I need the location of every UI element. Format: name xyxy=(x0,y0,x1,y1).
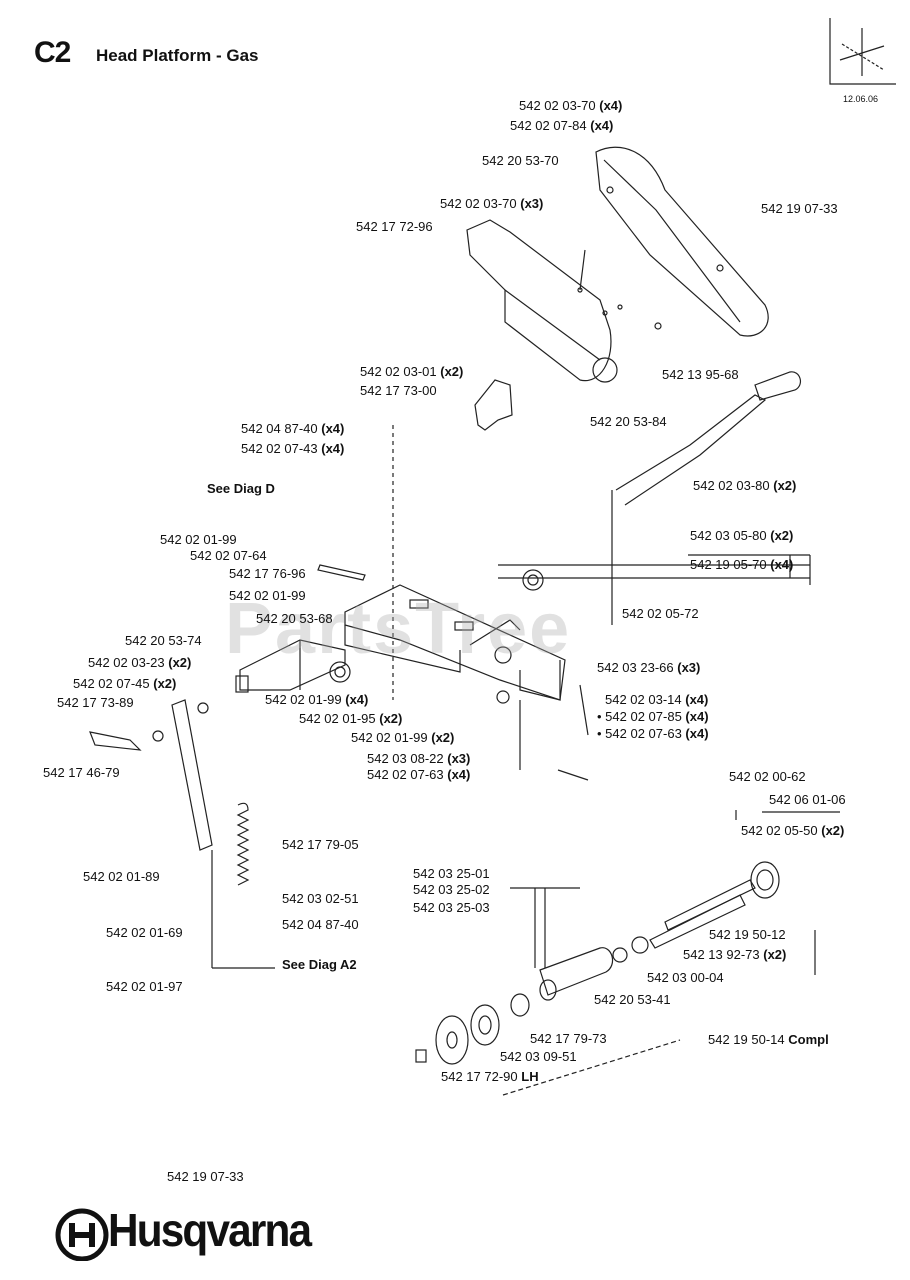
small-bracket-drawing xyxy=(474,379,513,431)
part-label[interactable]: 542 02 01-99 xyxy=(160,532,237,547)
part-label[interactable]: 542 02 01-99 (x4) xyxy=(265,692,369,707)
see-diagram-d-link[interactable]: See Diag D xyxy=(207,481,275,496)
part-label[interactable]: 542 20 53-84 xyxy=(590,414,667,429)
part-label[interactable]: 542 02 01-97 xyxy=(106,979,183,994)
part-label[interactable]: 542 03 05-80 (x2) xyxy=(690,528,794,543)
part-label[interactable]: 542 03 25-02 xyxy=(413,882,490,897)
part-label[interactable]: 542 17 72-96 xyxy=(356,219,433,234)
belt-guard-drawing xyxy=(595,146,769,337)
part-label[interactable]: 542 20 53-41 xyxy=(594,992,671,1007)
part-label[interactable]: 542 03 00-04 xyxy=(647,970,724,985)
see-diagram-a2-link[interactable]: See Diag A2 xyxy=(282,957,357,972)
lever-arm-drawing xyxy=(89,699,213,851)
part-label[interactable]: • 542 02 07-63 (x4) xyxy=(597,726,709,741)
husqvarna-logo: Husqvarna xyxy=(52,1204,312,1266)
part-label[interactable]: 542 02 00-62 xyxy=(729,769,806,784)
part-label[interactable]: 542 17 79-05 xyxy=(282,837,359,852)
part-label[interactable]: 542 17 73-00 xyxy=(360,383,437,398)
extension-arm-drawing xyxy=(235,639,346,693)
part-label[interactable]: 542 02 03-23 (x2) xyxy=(88,655,192,670)
part-label[interactable]: 542 02 03-01 (x2) xyxy=(360,364,464,379)
part-label[interactable]: 542 02 03-14 (x4) xyxy=(605,692,709,707)
part-label[interactable]: 542 20 53-70 xyxy=(482,153,559,168)
section-code: C2 xyxy=(34,36,71,69)
part-label[interactable]: 542 17 73-89 xyxy=(57,695,134,710)
part-label[interactable]: 542 17 46-79 xyxy=(43,765,120,780)
part-label[interactable]: 542 13 92-73 (x2) xyxy=(683,947,787,962)
watermark: PartsTree xyxy=(225,589,572,669)
part-label[interactable]: • 542 02 07-85 (x4) xyxy=(597,709,709,724)
part-label[interactable]: 542 13 95-68 xyxy=(662,367,739,382)
part-label[interactable]: 542 03 08-22 (x3) xyxy=(367,751,471,766)
husqvarna-crown-icon xyxy=(55,1208,109,1262)
blade-shaft-drawing xyxy=(415,861,780,1065)
part-label[interactable]: 542 17 72-90 LH xyxy=(441,1069,539,1084)
handle-tube-drawing xyxy=(615,371,802,506)
part-label[interactable]: 542 02 07-64 xyxy=(190,548,267,563)
part-label[interactable]: 542 02 01-69 xyxy=(106,925,183,940)
part-label[interactable]: 542 03 25-01 xyxy=(413,866,490,881)
part-label[interactable]: 542 19 07-33 xyxy=(167,1169,244,1184)
guard-bracket-drawing xyxy=(466,219,623,383)
part-label[interactable]: 542 02 07-63 (x4) xyxy=(367,767,471,782)
head-platform-drawing xyxy=(344,584,566,701)
part-label[interactable]: 542 03 23-66 (x3) xyxy=(597,660,701,675)
part-label[interactable]: 542 02 01-99 xyxy=(229,588,306,603)
part-label[interactable]: 542 19 50-14 Compl xyxy=(708,1032,829,1047)
part-label[interactable]: 542 02 01-95 (x2) xyxy=(299,711,403,726)
part-label[interactable]: 542 02 03-80 (x2) xyxy=(693,478,797,493)
part-label[interactable]: 542 02 07-45 (x2) xyxy=(73,676,177,691)
part-label[interactable]: 542 20 53-74 xyxy=(125,633,202,648)
bearing-drawing xyxy=(522,569,544,591)
part-label[interactable]: 542 02 07-84 (x4) xyxy=(510,118,614,133)
part-label[interactable]: 542 02 05-50 (x2) xyxy=(741,823,845,838)
brand-name: Husqvarna xyxy=(108,1204,312,1256)
part-label[interactable]: 542 02 07-43 (x4) xyxy=(241,441,345,456)
tension-spring-drawing xyxy=(236,802,250,886)
part-label[interactable]: 542 04 87-40 (x4) xyxy=(241,421,345,436)
part-label[interactable]: 542 02 03-70 (x4) xyxy=(519,98,623,113)
part-label[interactable]: 542 02 03-70 (x3) xyxy=(440,196,544,211)
part-label[interactable]: 542 03 09-51 xyxy=(500,1049,577,1064)
part-label[interactable]: 542 20 53-68 xyxy=(256,611,333,626)
part-label[interactable]: 542 19 05-70 (x4) xyxy=(690,557,794,572)
part-label[interactable]: 542 17 79-73 xyxy=(530,1031,607,1046)
part-label[interactable]: 542 19 07-33 xyxy=(761,201,838,216)
part-label[interactable]: 542 02 01-99 (x2) xyxy=(351,730,455,745)
part-label[interactable]: 542 17 76-96 xyxy=(229,566,306,581)
part-label[interactable]: 542 19 50-12 xyxy=(709,927,786,942)
part-label[interactable]: 542 03 25-03 xyxy=(413,900,490,915)
orientation-compass-icon xyxy=(829,18,896,85)
diagram-date: 12.06.06 xyxy=(843,94,879,104)
page-title: Head Platform - Gas xyxy=(96,46,259,65)
part-label[interactable]: 542 06 01-06 xyxy=(769,792,846,807)
part-label[interactable]: 542 02 05-72 xyxy=(622,606,699,621)
part-label[interactable]: 542 03 02-51 xyxy=(282,891,359,906)
part-label[interactable]: 542 02 01-89 xyxy=(83,869,160,884)
part-label[interactable]: 542 04 87-40 xyxy=(282,917,359,932)
